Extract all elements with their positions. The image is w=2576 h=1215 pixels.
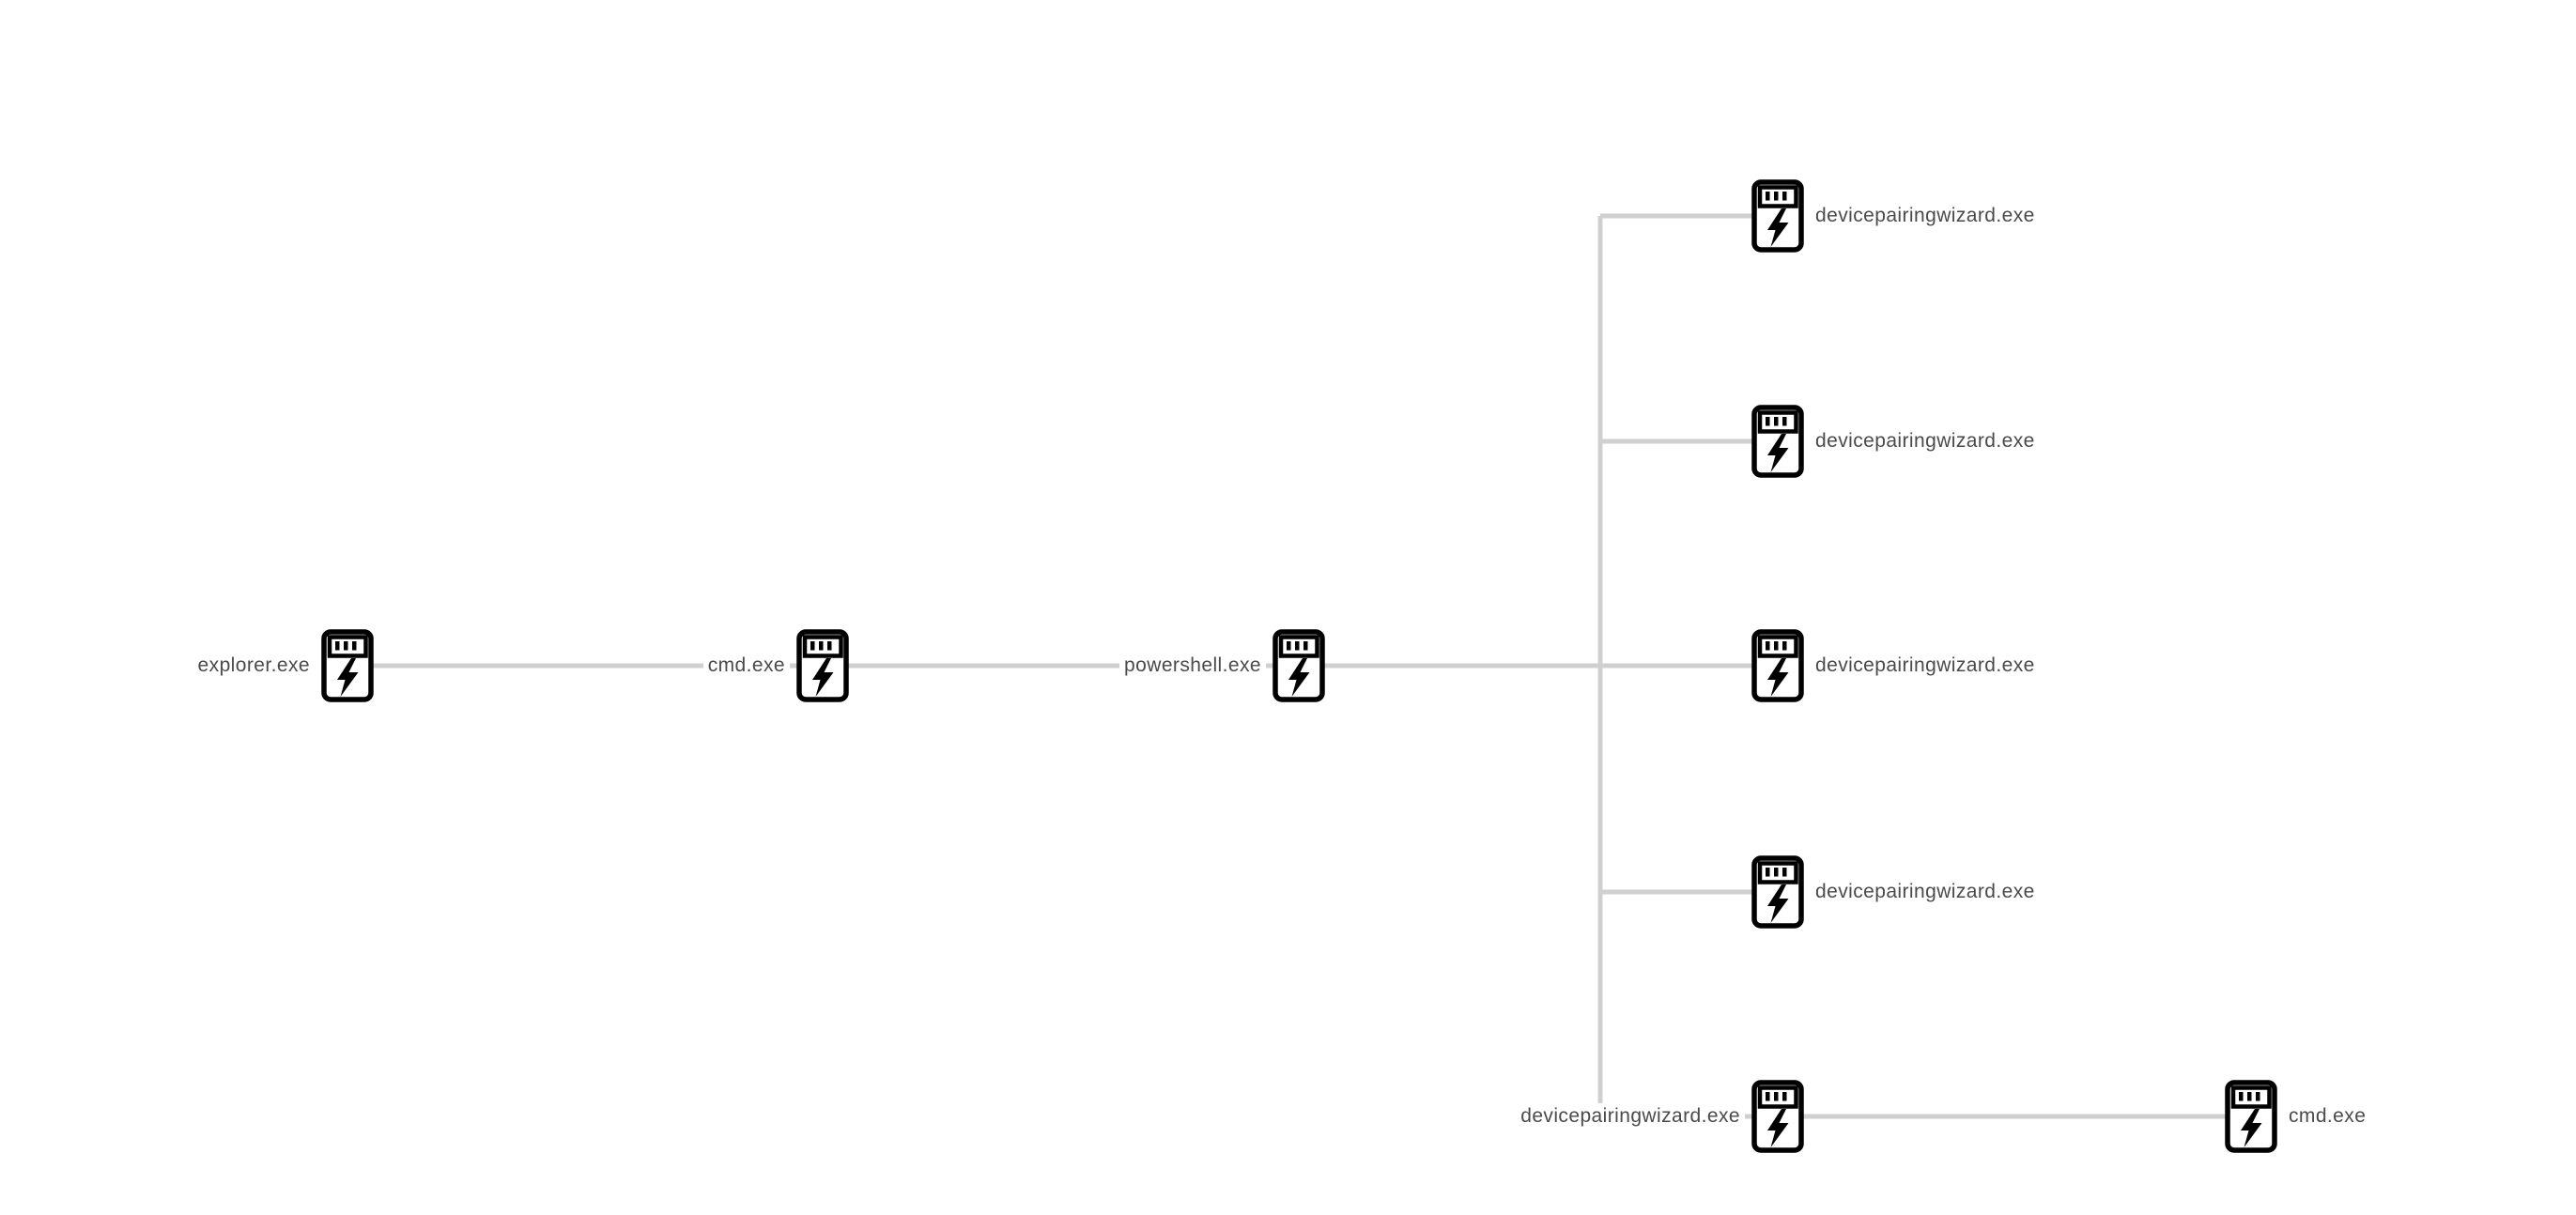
icon-header-tick (1774, 192, 1779, 201)
icon-header-tick (335, 641, 340, 651)
icon-header-tick (1782, 417, 1787, 426)
icon-header-tick (827, 641, 832, 651)
process-node-dpw4[interactable]: devicepairingwizard.exe (1751, 855, 2040, 929)
process-executable-icon (1751, 855, 1804, 929)
icon-header-tick (1295, 641, 1300, 651)
icon-header-tick (1782, 192, 1787, 201)
process-node-cmd1[interactable]: cmd.exe (702, 629, 849, 702)
lightning-bolt-icon (1767, 658, 1789, 697)
process-node-dpw2[interactable]: devicepairingwizard.exe (1751, 405, 2040, 478)
lightning-bolt-icon (1767, 434, 1789, 472)
icon-header-tick (819, 641, 824, 651)
process-name-label: devicepairingwizard.exe (1811, 653, 2040, 679)
process-executable-icon (1751, 1080, 1804, 1153)
process-executable-icon (2225, 1080, 2277, 1153)
process-name-label: devicepairingwizard.exe (1811, 879, 2040, 905)
process-executable-icon (1751, 405, 1804, 478)
icon-header-tick (1774, 868, 1779, 877)
process-executable-icon (321, 629, 374, 702)
lightning-bolt-icon (2241, 1109, 2262, 1147)
process-name-label: devicepairingwizard.exe (1811, 428, 2040, 454)
process-executable-icon (1273, 629, 1325, 702)
process-name-label: cmd.exe (2284, 1103, 2371, 1130)
process-name-label: powershell.exe (1119, 653, 1266, 679)
process-name-label: explorer.exe (193, 653, 315, 679)
process-node-dpw1[interactable]: devicepairingwizard.exe (1751, 179, 2040, 253)
icon-header-tick (1287, 641, 1291, 651)
icon-header-tick (1766, 868, 1770, 877)
icon-header-tick (1766, 641, 1770, 651)
process-name-label: devicepairingwizard.exe (1811, 203, 2040, 229)
icon-header-tick (1774, 417, 1779, 426)
lightning-bolt-icon (812, 658, 834, 697)
process-name-label: devicepairingwizard.exe (1516, 1103, 1745, 1130)
icon-header-tick (1766, 417, 1770, 426)
icon-header-tick (1782, 868, 1787, 877)
icon-header-tick (1774, 641, 1779, 651)
lightning-bolt-icon (1767, 208, 1789, 247)
process-node-dpw5[interactable]: devicepairingwizard.exe (1516, 1080, 1804, 1153)
process-node-explorer[interactable]: explorer.exe (193, 629, 374, 702)
icon-header-tick (2247, 1092, 2252, 1101)
lightning-bolt-icon (1288, 658, 1310, 697)
icon-header-tick (2256, 1092, 2260, 1101)
icon-header-tick (1766, 192, 1770, 201)
icon-header-tick (1766, 1092, 1770, 1101)
process-node-dpw3[interactable]: devicepairingwizard.exe (1751, 629, 2040, 702)
icon-header-tick (1782, 1092, 1787, 1101)
icon-header-tick (1774, 1092, 1779, 1101)
lightning-bolt-icon (1767, 884, 1789, 923)
process-name-label: cmd.exe (702, 653, 790, 679)
icon-header-tick (344, 641, 348, 651)
process-executable-icon (796, 629, 849, 702)
lightning-bolt-icon (337, 658, 359, 697)
process-executable-icon (1751, 179, 1804, 253)
icon-header-tick (1782, 641, 1787, 651)
icon-header-tick (1303, 641, 1308, 651)
icon-header-tick (352, 641, 357, 651)
process-node-powershell[interactable]: powershell.exe (1119, 629, 1325, 702)
process-node-cmd2[interactable]: cmd.exe (2225, 1080, 2371, 1153)
icon-header-tick (2239, 1092, 2244, 1101)
lightning-bolt-icon (1767, 1109, 1789, 1147)
process-executable-icon (1751, 629, 1804, 702)
icon-header-tick (810, 641, 815, 651)
